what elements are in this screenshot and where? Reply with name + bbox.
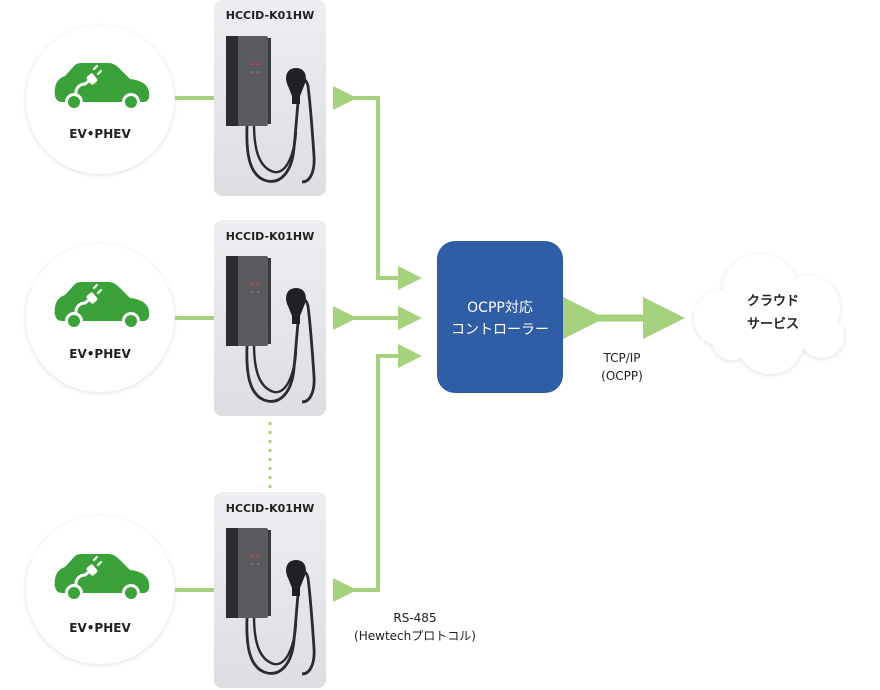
charger-panel-3: HCCID-K01HW (214, 492, 326, 688)
vehicle-label: EV•PHEV (69, 127, 131, 141)
charger-model-label: HCCID-K01HW (226, 230, 315, 243)
rs485-label-line1: RS-485 (393, 611, 436, 625)
rs485-label-line2: (Hewtechプロトコル) (354, 629, 476, 643)
charger-model-label: HCCID-K01HW (226, 502, 315, 515)
connector-lines (333, 86, 685, 602)
link-charger-1 (333, 86, 422, 290)
link-charger-3 (333, 344, 422, 602)
vehicle-label: EV•PHEV (69, 621, 131, 635)
cloud-label-line2: サービス (747, 316, 799, 332)
tcp-label-line2: (OCPP) (601, 369, 643, 383)
tcp-label-line1: TCP/IP (602, 351, 640, 365)
controller-label-line1: OCPP対応 (467, 300, 533, 316)
controller-label-line2: コントローラー (451, 322, 549, 338)
vehicle-group-1: EV•PHEV (26, 26, 174, 174)
vehicle-label: EV•PHEV (69, 347, 131, 361)
vehicle-group-2: EV•PHEV (26, 244, 174, 392)
cloud-label-line1: クラウド (747, 294, 799, 309)
cloud-service: クラウド サービス (694, 254, 844, 374)
charger-panel-2: HCCID-K01HW (214, 220, 326, 416)
charger-model-label: HCCID-K01HW (226, 9, 315, 22)
vehicle-group-3: EV•PHEV (26, 516, 174, 664)
ocpp-controller: OCPP対応 コントローラー (437, 241, 563, 393)
charger-panel-1: HCCID-K01HW (214, 0, 326, 196)
